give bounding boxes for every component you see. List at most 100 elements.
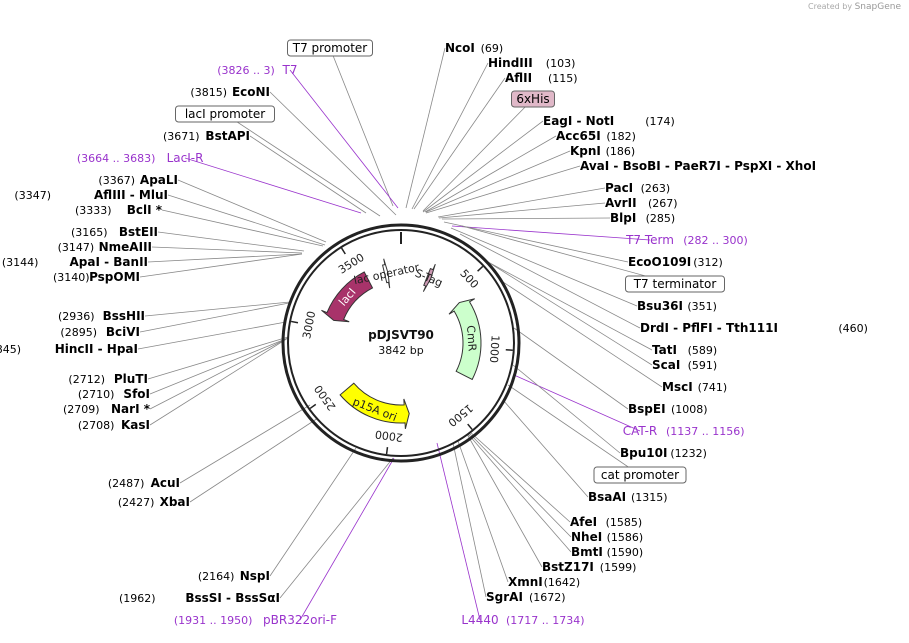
- site-position: (267): [648, 197, 678, 210]
- label-bsssi-bsss-i[interactable]: BssSI - BssSαI(1962): [119, 591, 280, 605]
- site-name: SfoI: [123, 387, 150, 401]
- feature-lac-operator[interactable]: [381, 258, 391, 289]
- leader-line: [422, 120, 544, 213]
- label-cat-promoter[interactable]: cat promoter: [593, 466, 687, 484]
- leader-line: [411, 62, 489, 210]
- label-laci-r[interactable]: LacI-R(3664 .. 3683): [77, 151, 204, 165]
- label-kpni[interactable]: KpnI (186): [570, 144, 635, 158]
- label-apai-banii[interactable]: ApaI - BanII(3144): [2, 255, 148, 269]
- label-t7[interactable]: T7(3826 .. 3): [217, 63, 297, 77]
- label-sgrai[interactable]: SgrAI(1672): [486, 590, 566, 604]
- site-position: (1672): [529, 591, 566, 604]
- site-name: BstAPI: [205, 129, 250, 143]
- site-position: (3333): [75, 204, 112, 217]
- site-name: BsaAI: [588, 490, 626, 504]
- label-box: [625, 275, 725, 293]
- site-name: NheI: [571, 530, 602, 544]
- label-kasi[interactable]: KasI(2708): [78, 418, 150, 432]
- site-position: (69): [481, 42, 504, 55]
- label-bcivi[interactable]: BciVI(2895): [60, 325, 140, 339]
- site-name: AvrII: [605, 196, 637, 210]
- leader-line: [329, 47, 394, 207]
- label-6xhis[interactable]: 6xHis: [511, 90, 555, 108]
- snapgene-logo: SnapGene: [854, 2, 901, 12]
- leader-line: [149, 337, 289, 426]
- site-position: (2712): [68, 373, 105, 386]
- label-drdi-pflfi-tth111i[interactable]: DrdI - PflFI - Tth111I(460): [640, 321, 868, 335]
- label-econi[interactable]: EcoNI (3815): [190, 85, 270, 99]
- site-name: Bpu10I: [620, 446, 667, 460]
- label-laci-promoter[interactable]: lacI promoter: [175, 105, 275, 123]
- site-name: PluTI: [114, 372, 148, 386]
- label-tati[interactable]: TatI(589): [652, 343, 717, 357]
- site-position: (1599): [600, 561, 637, 574]
- feature-cmr[interactable]: [448, 298, 482, 381]
- label-xmni[interactable]: XmnI(1642): [508, 575, 580, 589]
- label-l4440[interactable]: L4440(1717 .. 1734): [461, 613, 584, 627]
- label-ncoi[interactable]: NcoI(69): [445, 41, 503, 55]
- primer-name: pBR322ori-F: [263, 613, 337, 627]
- label-bmti[interactable]: BmtI(1590): [571, 545, 643, 559]
- label-bspei[interactable]: BspEI(1008): [628, 402, 708, 416]
- label-t7-promoter[interactable]: T7 promoter: [287, 39, 373, 57]
- label-msci[interactable]: MscI(741): [662, 380, 727, 394]
- label-bsteii[interactable]: BstEII(3165): [71, 225, 158, 239]
- primer-coords: (1717 .. 1734): [506, 614, 585, 627]
- label-t7-terminator[interactable]: T7 terminator: [625, 275, 725, 293]
- label-eagi-noti[interactable]: EagI - NotI(174): [543, 114, 675, 128]
- site-position: (2845): [0, 343, 21, 356]
- label-ecoo109i[interactable]: EcoO109I(312): [628, 255, 723, 269]
- site-name: XmnI: [508, 575, 543, 589]
- label-bstapi[interactable]: BstAPI(3671): [163, 129, 250, 143]
- label-pbr322ori-f[interactable]: pBR322ori-F(1931 .. 1950): [174, 613, 337, 627]
- site-name: KpnI: [570, 144, 601, 158]
- label-hindiii[interactable]: HindIII(103): [488, 56, 575, 70]
- label-t7-term[interactable]: T7 Term(282 .. 300): [625, 233, 748, 247]
- label-pspomi[interactable]: PspOMI(3140): [53, 270, 140, 284]
- leader-line: [289, 69, 399, 209]
- site-position: (186): [606, 145, 636, 158]
- label-nari[interactable]: NarI *(2709): [63, 402, 151, 416]
- label-bsaai[interactable]: BsaAI(1315): [588, 490, 668, 504]
- label-cat-r[interactable]: CAT-R(1137 .. 1156): [623, 424, 745, 438]
- label-hincii-hpai[interactable]: HincII - HpaI(2845): [0, 342, 138, 356]
- site-position: (3147): [58, 241, 95, 254]
- site-name: ApaI - BanII: [70, 255, 149, 269]
- leader-line: [422, 98, 534, 212]
- label-xbai[interactable]: XbaI(2427): [118, 495, 190, 509]
- feature-s-tag[interactable]: [422, 263, 436, 292]
- site-position: (2708): [78, 419, 115, 432]
- label-acc65i[interactable]: Acc65I(182): [556, 129, 636, 143]
- label-sfoi[interactable]: SfoI(2710): [78, 387, 150, 401]
- label-paci[interactable]: PacI(263): [605, 181, 670, 195]
- label-afliii-mlui[interactable]: AflIII - MluI(3347): [14, 188, 168, 202]
- label-bsu36i[interactable]: Bsu36I(351): [637, 299, 717, 313]
- label-nmeaiii[interactable]: NmeAIII(3147): [58, 240, 152, 254]
- label-nspi[interactable]: NspI(2164): [198, 569, 270, 583]
- site-position: (1008): [671, 403, 708, 416]
- feature-lacI[interactable]: [321, 271, 374, 323]
- site-position: (3815): [190, 86, 227, 99]
- primer-name: T7: [282, 63, 298, 77]
- label-afei[interactable]: AfeI(1585): [570, 515, 642, 529]
- label-pluti[interactable]: PluTI (2712): [68, 372, 148, 386]
- leader-line: [177, 179, 327, 243]
- label-bstz17i[interactable]: BstZ17I(1599): [542, 560, 636, 574]
- label-bcli[interactable]: BclI *(3333): [75, 203, 163, 217]
- feature-label-s-tag: S-Tag: [413, 267, 444, 290]
- leader-line: [461, 225, 676, 285]
- feature-p15a-ori[interactable]: [339, 382, 410, 430]
- label-bsshii[interactable]: BssHII(2936): [58, 309, 145, 323]
- site-name: AfeI: [570, 515, 597, 529]
- label-acui[interactable]: AcuI(2487): [108, 476, 180, 490]
- leader-line: [468, 432, 572, 538]
- label-apali[interactable]: ApaLI(3367): [98, 173, 178, 187]
- site-name: EcoNI: [232, 85, 270, 99]
- label-aflii[interactable]: AflII(115): [505, 71, 578, 85]
- label-bpu10i[interactable]: Bpu10I(1232): [620, 446, 707, 460]
- label-nhei[interactable]: NheI(1586): [571, 530, 643, 544]
- label-scai[interactable]: ScaI(591): [652, 358, 717, 372]
- label-avai-bsobi-paer7i-pspxi-xhoi[interactable]: AvaI - BsoBI - PaeR7I - PspXI - XhoI(188…: [580, 159, 909, 173]
- label-blpi[interactable]: BlpI(285): [610, 211, 675, 225]
- label-avrii[interactable]: AvrII (267): [605, 196, 678, 210]
